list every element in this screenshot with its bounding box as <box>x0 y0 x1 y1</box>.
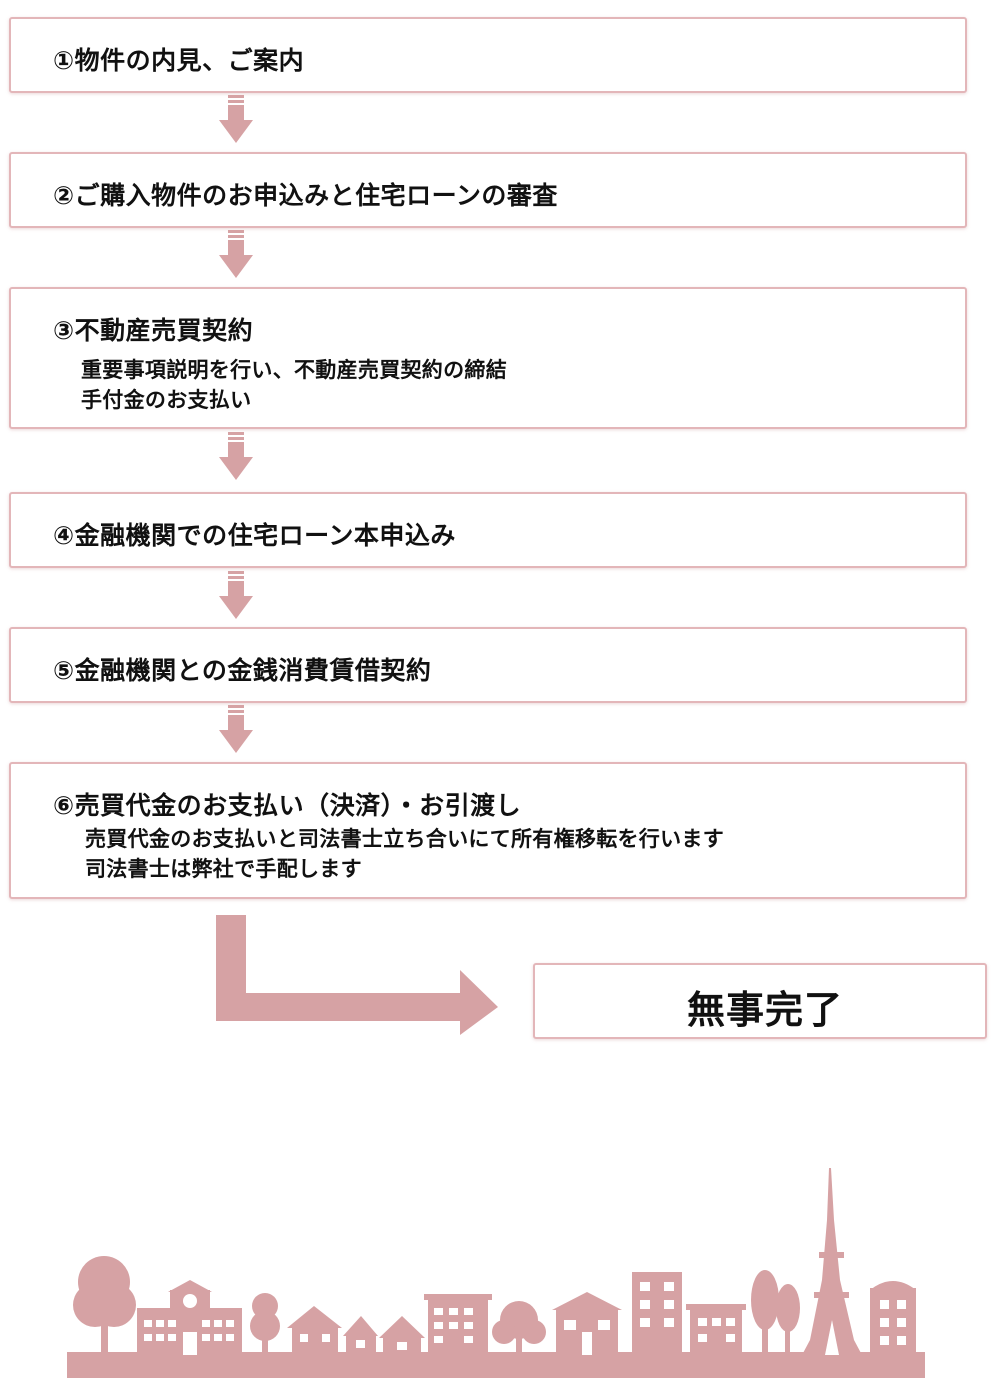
step-6-detail-line-1: 売買代金のお支払いと司法書士立ち合いにて所有権移転を行います <box>85 827 724 851</box>
step-3-details: 重要事項説明を行い、不動産売買契約の締結 手付金のお支払い <box>81 355 507 415</box>
flow-step-4: ④金融機関での住宅ローン本申込み <box>9 492 967 568</box>
flow-step-2: ②ご購入物件のお申込みと住宅ローンの審査 <box>9 152 967 228</box>
flow-step-6: ⑥売買代金のお支払い（決済）・お引渡し 売買代金のお支払いと司法書士立ち合いにて… <box>9 762 967 899</box>
complete-box: 無事完了 <box>533 963 987 1039</box>
elbow-arrow-icon <box>216 915 498 1035</box>
step-6-title: ⑥売買代金のお支払い（決済）・お引渡し <box>53 791 522 820</box>
complete-label: 無事完了 <box>686 988 843 1032</box>
step-3-detail-line-1: 重要事項説明を行い、不動産売買契約の締結 <box>81 358 507 382</box>
city-skyline-icon <box>67 1168 925 1378</box>
flow-step-5: ⑤金融機関との金銭消費賃借契約 <box>9 627 967 703</box>
step-5-title: ⑤金融機関との金銭消費賃借契約 <box>53 656 432 685</box>
down-arrow-icon <box>219 571 253 619</box>
step-3-detail-line-2: 手付金のお支払い <box>81 388 252 412</box>
step-4-title: ④金融機関での住宅ローン本申込み <box>53 521 456 550</box>
step-1-title: ①物件の内見、ご案内 <box>53 46 305 75</box>
down-arrow-icon <box>219 432 253 480</box>
step-6-details: 売買代金のお支払いと司法書士立ち合いにて所有権移転を行います 司法書士は弊社で手… <box>85 824 724 884</box>
down-arrow-icon <box>219 230 253 278</box>
down-arrow-icon <box>219 95 253 143</box>
step-3-title: ③不動産売買契約 <box>53 316 254 345</box>
step-6-detail-line-2: 司法書士は弊社で手配します <box>85 857 362 881</box>
down-arrow-icon <box>219 705 253 753</box>
flow-step-3: ③不動産売買契約 重要事項説明を行い、不動産売買契約の締結 手付金のお支払い <box>9 287 967 429</box>
flow-step-1: ①物件の内見、ご案内 <box>9 17 967 93</box>
step-2-title: ②ご購入物件のお申込みと住宅ローンの審査 <box>53 181 558 210</box>
